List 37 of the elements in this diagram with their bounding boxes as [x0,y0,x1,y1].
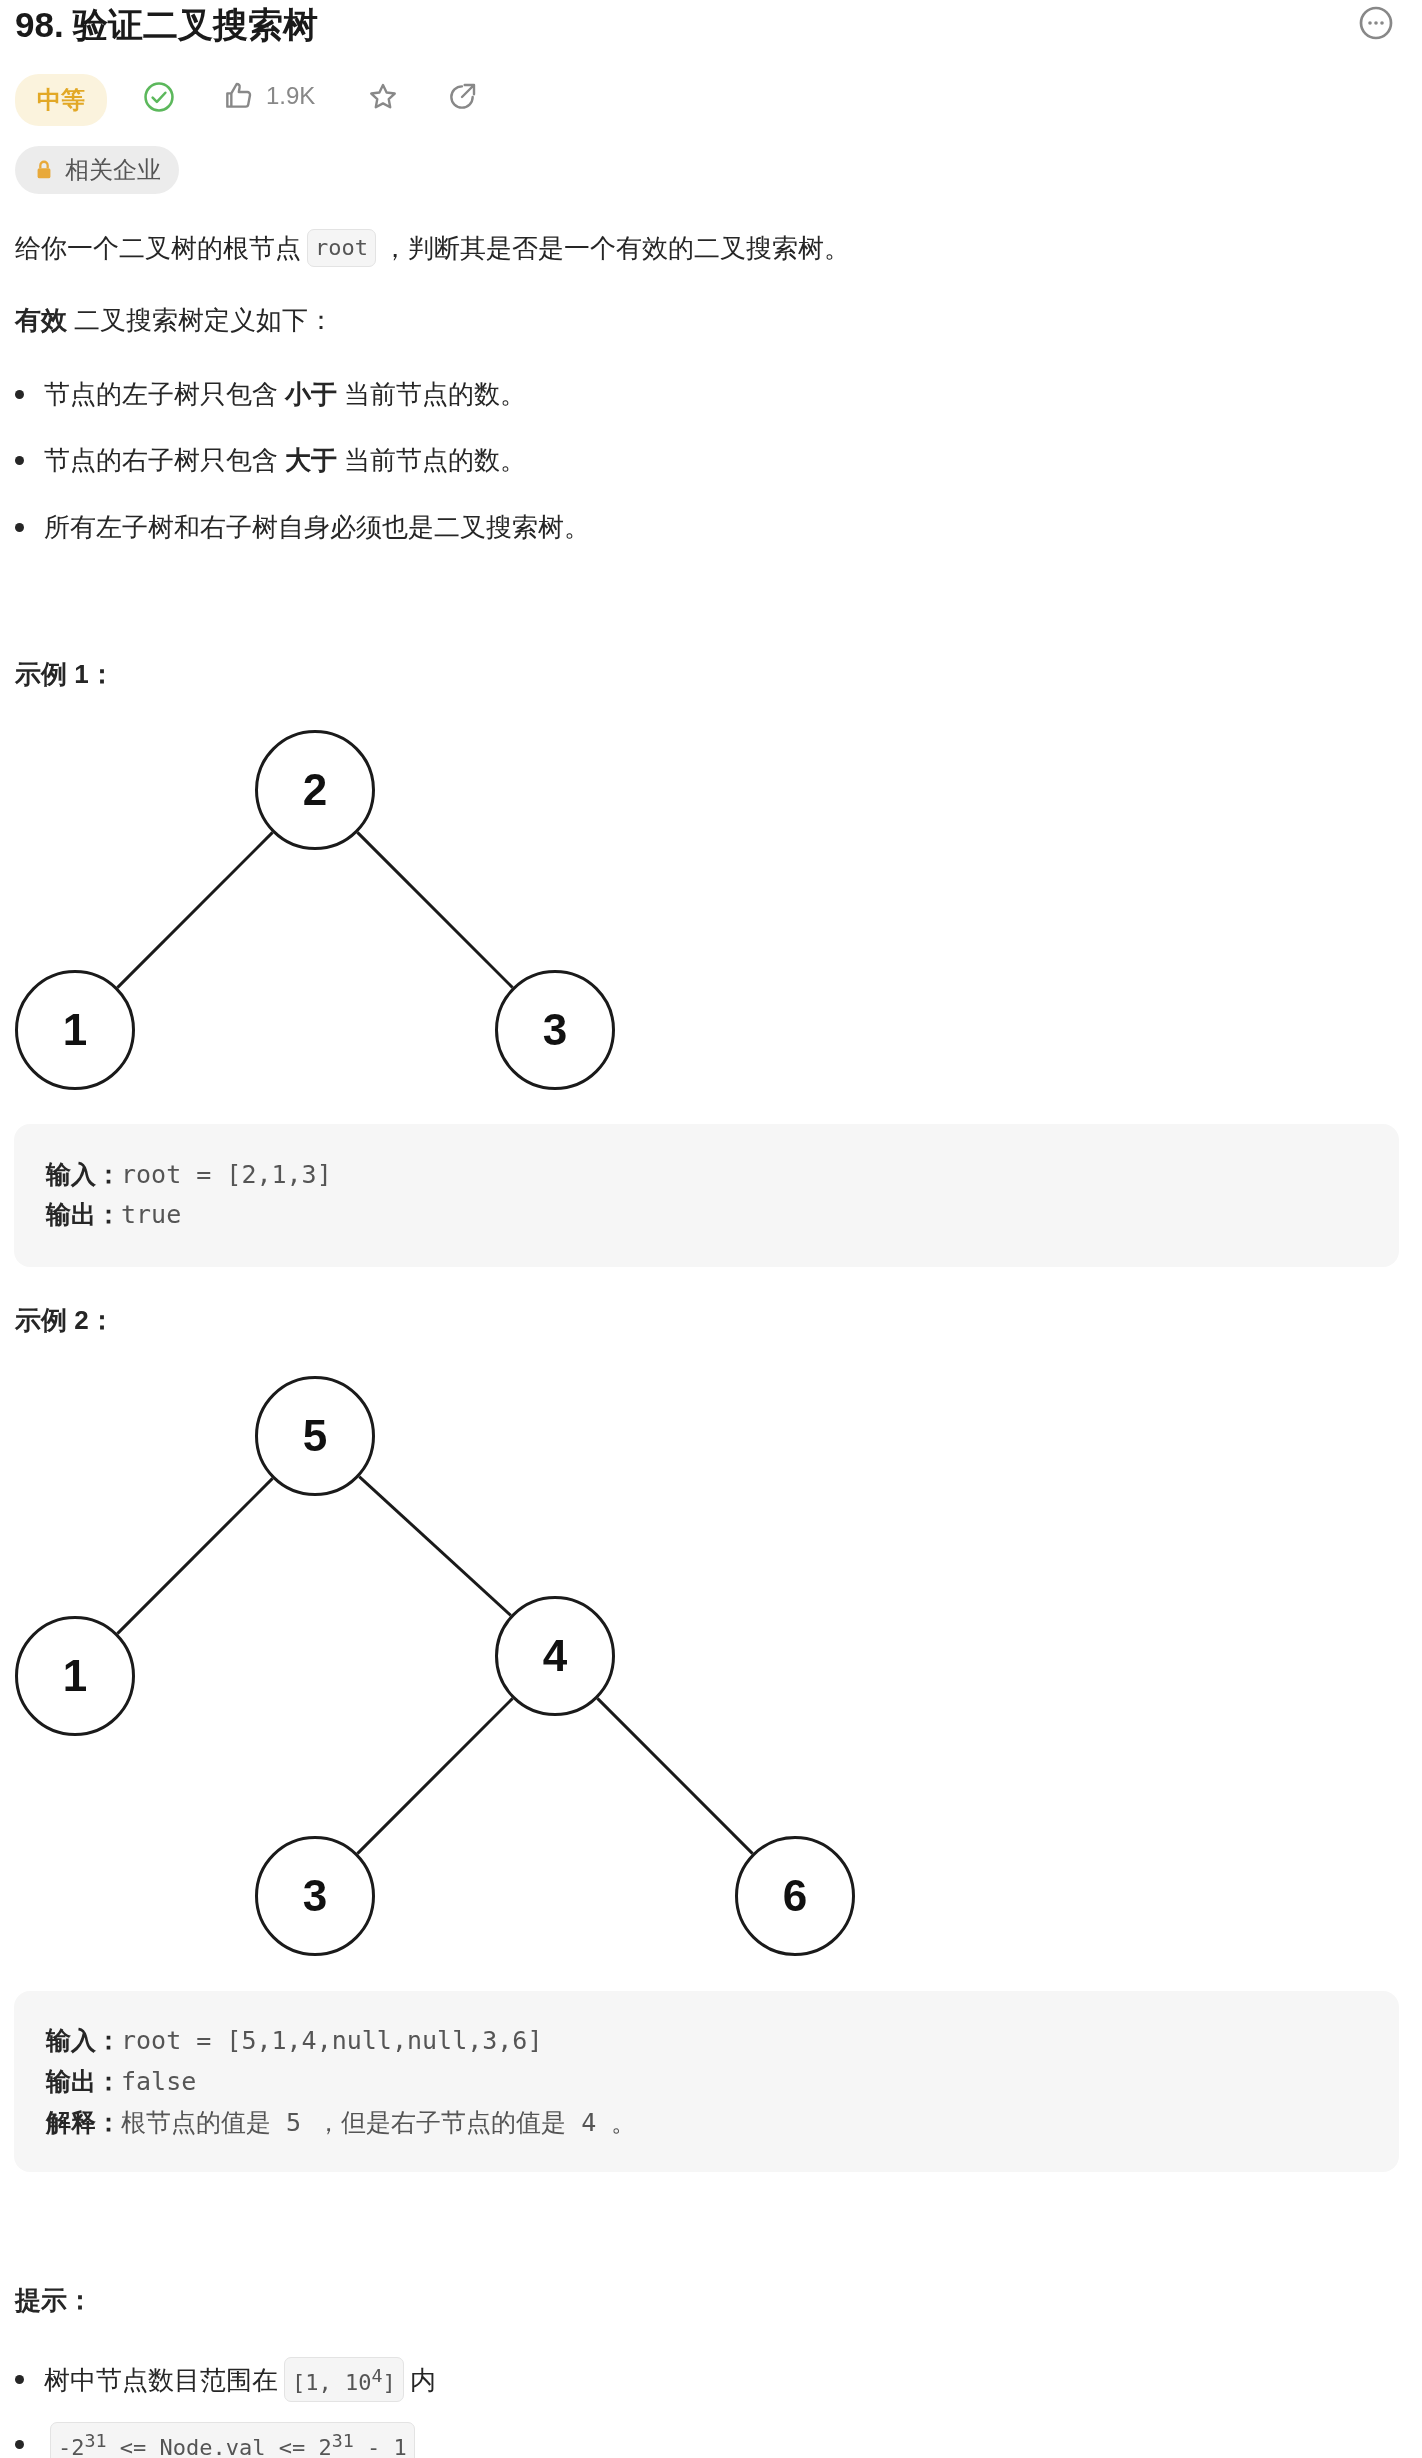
tree-edge [356,831,514,989]
tree-node: 2 [255,730,375,850]
code-line: 输入：root = [5,1,4,null,null,3,6] [46,2025,543,2057]
section-heading: 示例 1： [15,658,115,691]
tree-node: 4 [495,1596,615,1716]
tree-edge [596,1697,754,1855]
paragraph: ，判断其是否是一个有效的二叉搜索树。 [382,232,850,265]
tree-node: 5 [255,1376,375,1496]
page-title: 98. 验证二叉搜索树 [15,4,319,46]
tree-edge [116,831,274,989]
difficulty-badge: 中等 [15,74,107,126]
tree-edge [116,1477,274,1635]
code-line: 输入：root = [2,1,3] [46,1159,332,1191]
list-item-text: 内 [409,2363,436,2397]
list-item-text: 节点的右子树只包含 大于 当前节点的数。 [44,444,527,477]
tree-node: 3 [255,1836,375,1956]
tree-node: 1 [15,970,135,1090]
tree-edge [356,1697,514,1855]
list-item-text: 节点的左子树只包含 小于 当前节点的数。 [44,378,527,411]
paragraph: 给你一个二叉树的根节点 [15,232,301,265]
inline-code: [1, 10$^{4}$] [284,2357,404,2403]
list-item-text: 所有左子树和右子树自身必须也是二叉搜索树。 [44,511,590,544]
code-line: 输出：true [46,1199,182,1231]
companies-tag: 相关企业 [15,146,179,194]
inline-code: root [307,229,376,267]
list-item-text: 树中节点数目范围在 [44,2363,278,2397]
inline-code: -2$^{31}$ <= Node.val <= 2$^{31}$ - 1 [50,2422,415,2458]
tree-edge [358,1475,512,1617]
code-line: 解释：根节点的值是 5 ，但是右子节点的值是 4 。 [46,2107,637,2139]
like-button: 1.9K [222,80,316,112]
section-heading: 示例 2： [15,1304,115,1337]
paragraph: 有效 二叉搜索树定义如下： [15,304,335,337]
tree-node: 6 [735,1836,855,1956]
code-line: 输出：false [46,2066,197,2098]
tree-node: 3 [495,970,615,1090]
tree-node: 1 [15,1616,135,1736]
section-heading: 提示： [15,2284,93,2317]
